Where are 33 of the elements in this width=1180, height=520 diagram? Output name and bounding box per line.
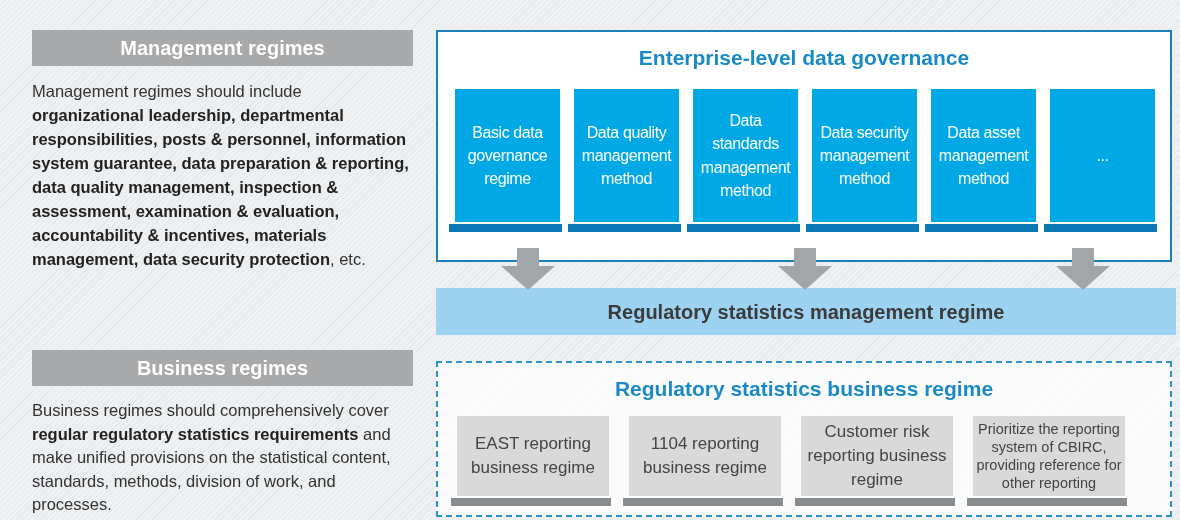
- band-label: Regulatory statistics management regime: [606, 299, 1006, 325]
- box-label: Prioritize the reporting system of CBIRC, providing reference for other reporting: [975, 419, 1123, 493]
- description-paragraph: Business regimes should comprehensively cover regular regulatory statistics requirements and make unified provisions on the statistical content, standards, methods, division of work, and processes.: [32, 400, 392, 515]
- process-box: [574, 89, 679, 222]
- box-label: Data asset management method: [937, 122, 1030, 190]
- description-paragraph: Management regimes should include organizational leadership, departmental responsibilities, posts & personnel, information system guarantee, data preparation & reporting, data quality management, inspection & assessment, examination & evaluation, accountability & incentives, materials management, data security protection, etc.: [32, 81, 410, 270]
- block-arrow: [1056, 248, 1110, 290]
- process-box: [455, 89, 560, 222]
- box-label: ...: [1095, 145, 1110, 166]
- process-box: [931, 89, 1036, 222]
- group-title: Regulatory statistics business regime: [613, 376, 995, 402]
- group-box: [436, 30, 1172, 262]
- header-text: Management regimes: [119, 36, 326, 61]
- header-text: Business regimes: [135, 356, 310, 381]
- box-label: Data standards management method: [699, 111, 792, 201]
- box-label: Data security management method: [818, 122, 911, 190]
- process-box: [693, 89, 798, 222]
- box-label: Customer risk reporting business regime: [806, 421, 948, 491]
- box-label: EAST reporting business regime: [470, 433, 596, 479]
- process-box: [1050, 89, 1155, 222]
- regime-band: [436, 288, 1176, 335]
- process-box: [629, 416, 781, 496]
- box-label: Basic data governance regime: [466, 122, 549, 190]
- group-title: Enterprise-level data governance: [637, 45, 971, 71]
- dashed-group-box: [436, 361, 1172, 517]
- block-arrow: [778, 248, 832, 290]
- process-box: [812, 89, 917, 222]
- box-label: Data quality management method: [580, 122, 673, 190]
- section-header-bar: [32, 30, 413, 66]
- section-header-bar: [32, 350, 413, 386]
- block-arrow: [501, 248, 555, 290]
- process-box: [457, 416, 609, 496]
- box-label: 1104 reporting business regime: [642, 433, 768, 479]
